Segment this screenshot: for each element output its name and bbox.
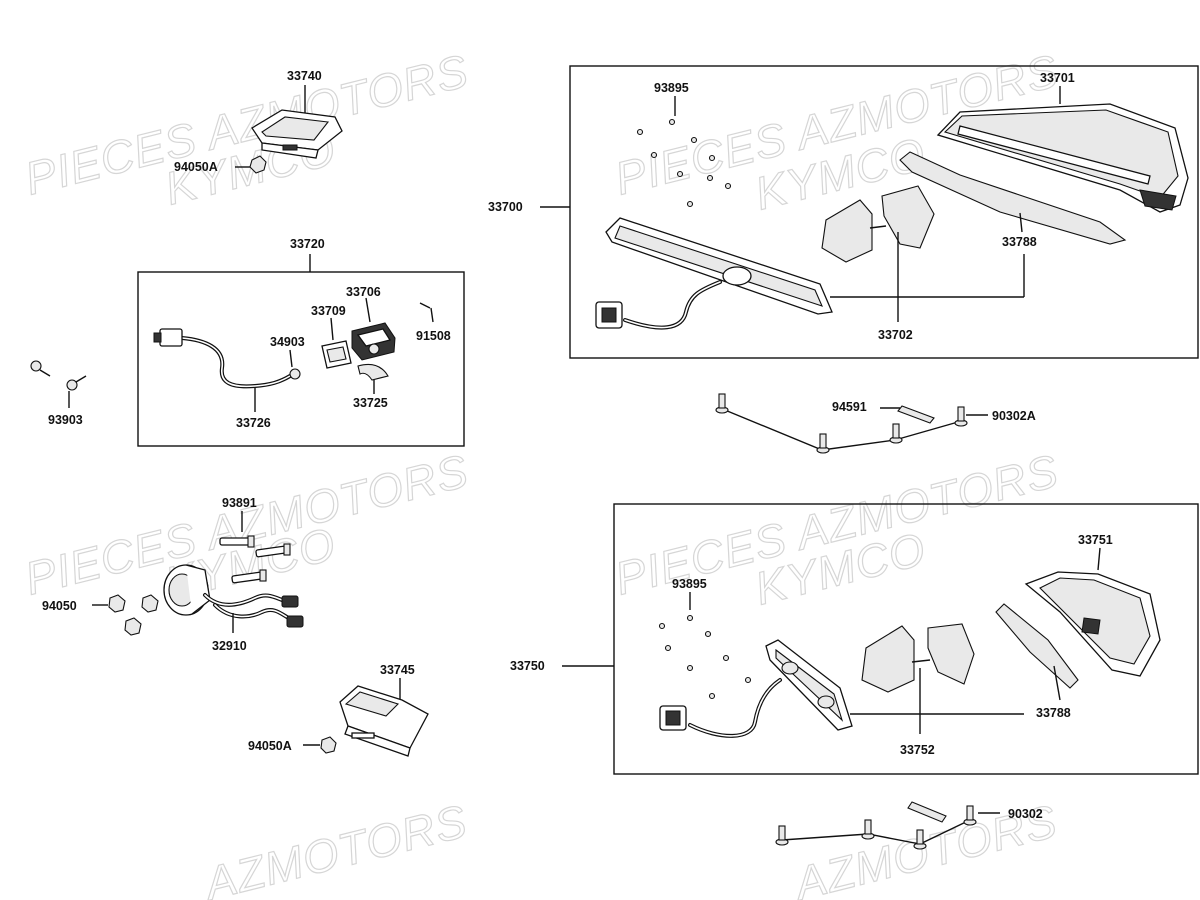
part-label: 33706 bbox=[346, 285, 381, 299]
relay-32910 bbox=[163, 564, 304, 633]
part-label: 33725 bbox=[353, 396, 388, 410]
part-label: 33740 bbox=[287, 69, 322, 83]
part-label: 94050A bbox=[248, 739, 292, 753]
part-label: 90302A bbox=[992, 409, 1036, 423]
gasket-33709 bbox=[321, 317, 352, 369]
part-label: 90302 bbox=[1008, 807, 1043, 821]
part-label: 93895 bbox=[672, 577, 707, 591]
tail-lamp-33751 bbox=[1024, 547, 1161, 677]
part-label: 34903 bbox=[270, 335, 305, 349]
part-label: 33700 bbox=[488, 200, 523, 214]
lens-33725 bbox=[357, 363, 389, 394]
hardware-row-90302A bbox=[715, 393, 988, 454]
part-label: 93895 bbox=[654, 81, 689, 95]
grommet-34903 bbox=[289, 349, 301, 380]
screws-93895-bottom bbox=[658, 592, 752, 700]
part-label: 33709 bbox=[311, 304, 346, 318]
lamp-housing-33700 bbox=[595, 217, 1025, 330]
part-label: 33752 bbox=[900, 743, 935, 757]
part-label: 32910 bbox=[212, 639, 247, 653]
part-label: 94050A bbox=[174, 160, 218, 174]
socket-33706 bbox=[351, 297, 396, 361]
license-lamp-33745 bbox=[303, 678, 429, 757]
part-label: 94050 bbox=[42, 599, 77, 613]
part-label: 33750 bbox=[510, 659, 545, 673]
part-label: 33701 bbox=[1040, 71, 1075, 85]
screws-93895-top bbox=[636, 96, 732, 208]
tail-lamp-33701 bbox=[936, 86, 1189, 213]
bolts-93891 bbox=[219, 511, 291, 584]
part-label: 33788 bbox=[1002, 235, 1037, 249]
part-label: 94591 bbox=[832, 400, 867, 414]
part-label: 33726 bbox=[236, 416, 271, 430]
gasket-33788-top bbox=[899, 151, 1127, 245]
circuit-boards-33702-top bbox=[821, 185, 935, 322]
lamp-housing-33750 bbox=[659, 639, 1024, 738]
nuts-94050 bbox=[92, 594, 159, 636]
assembly-box-33720 bbox=[137, 271, 465, 447]
license-lamp-33740 bbox=[235, 85, 343, 174]
part-label: 93891 bbox=[222, 496, 257, 510]
part-label: 33751 bbox=[1078, 533, 1113, 547]
watermark-text: AZMOTORS bbox=[197, 794, 472, 900]
gasket-33788-bottom bbox=[995, 603, 1079, 701]
part-label: 33745 bbox=[380, 663, 415, 677]
hardware-row-90302 bbox=[775, 801, 1000, 850]
assembly-box-33750 bbox=[613, 503, 1199, 775]
part-label: 93903 bbox=[48, 413, 83, 427]
wire-harness-33726 bbox=[153, 328, 292, 412]
circuit-boards-33752 bbox=[861, 623, 975, 734]
part-label: 33702 bbox=[878, 328, 913, 342]
part-label: 33720 bbox=[290, 237, 325, 251]
screw-91508 bbox=[419, 302, 434, 323]
assembly-box-33700 bbox=[569, 65, 1199, 359]
part-label: 91508 bbox=[416, 329, 451, 343]
part-label: 33788 bbox=[1036, 706, 1071, 720]
screws-93903 bbox=[30, 360, 87, 408]
